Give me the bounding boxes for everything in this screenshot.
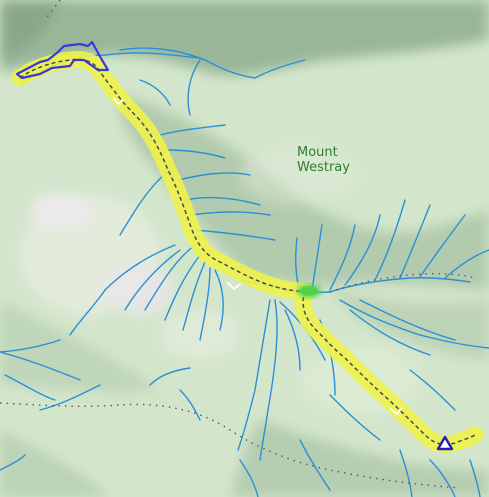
peak-label-line2: Westray — [297, 160, 350, 175]
direction-arrows — [113, 97, 403, 415]
triangle-summit-icon[interactable] — [436, 435, 454, 451]
dotted-trails — [0, 0, 476, 489]
chevron-arrow-icon — [113, 97, 125, 105]
waypoint-marker-core — [300, 286, 318, 296]
peak-label-line1: Mount — [297, 145, 338, 160]
chevron-arrow-icon — [227, 282, 241, 290]
chevron-arrow-icon — [390, 407, 403, 415]
start-flag-icon[interactable] — [15, 40, 110, 80]
trail-line — [19, 58, 476, 446]
